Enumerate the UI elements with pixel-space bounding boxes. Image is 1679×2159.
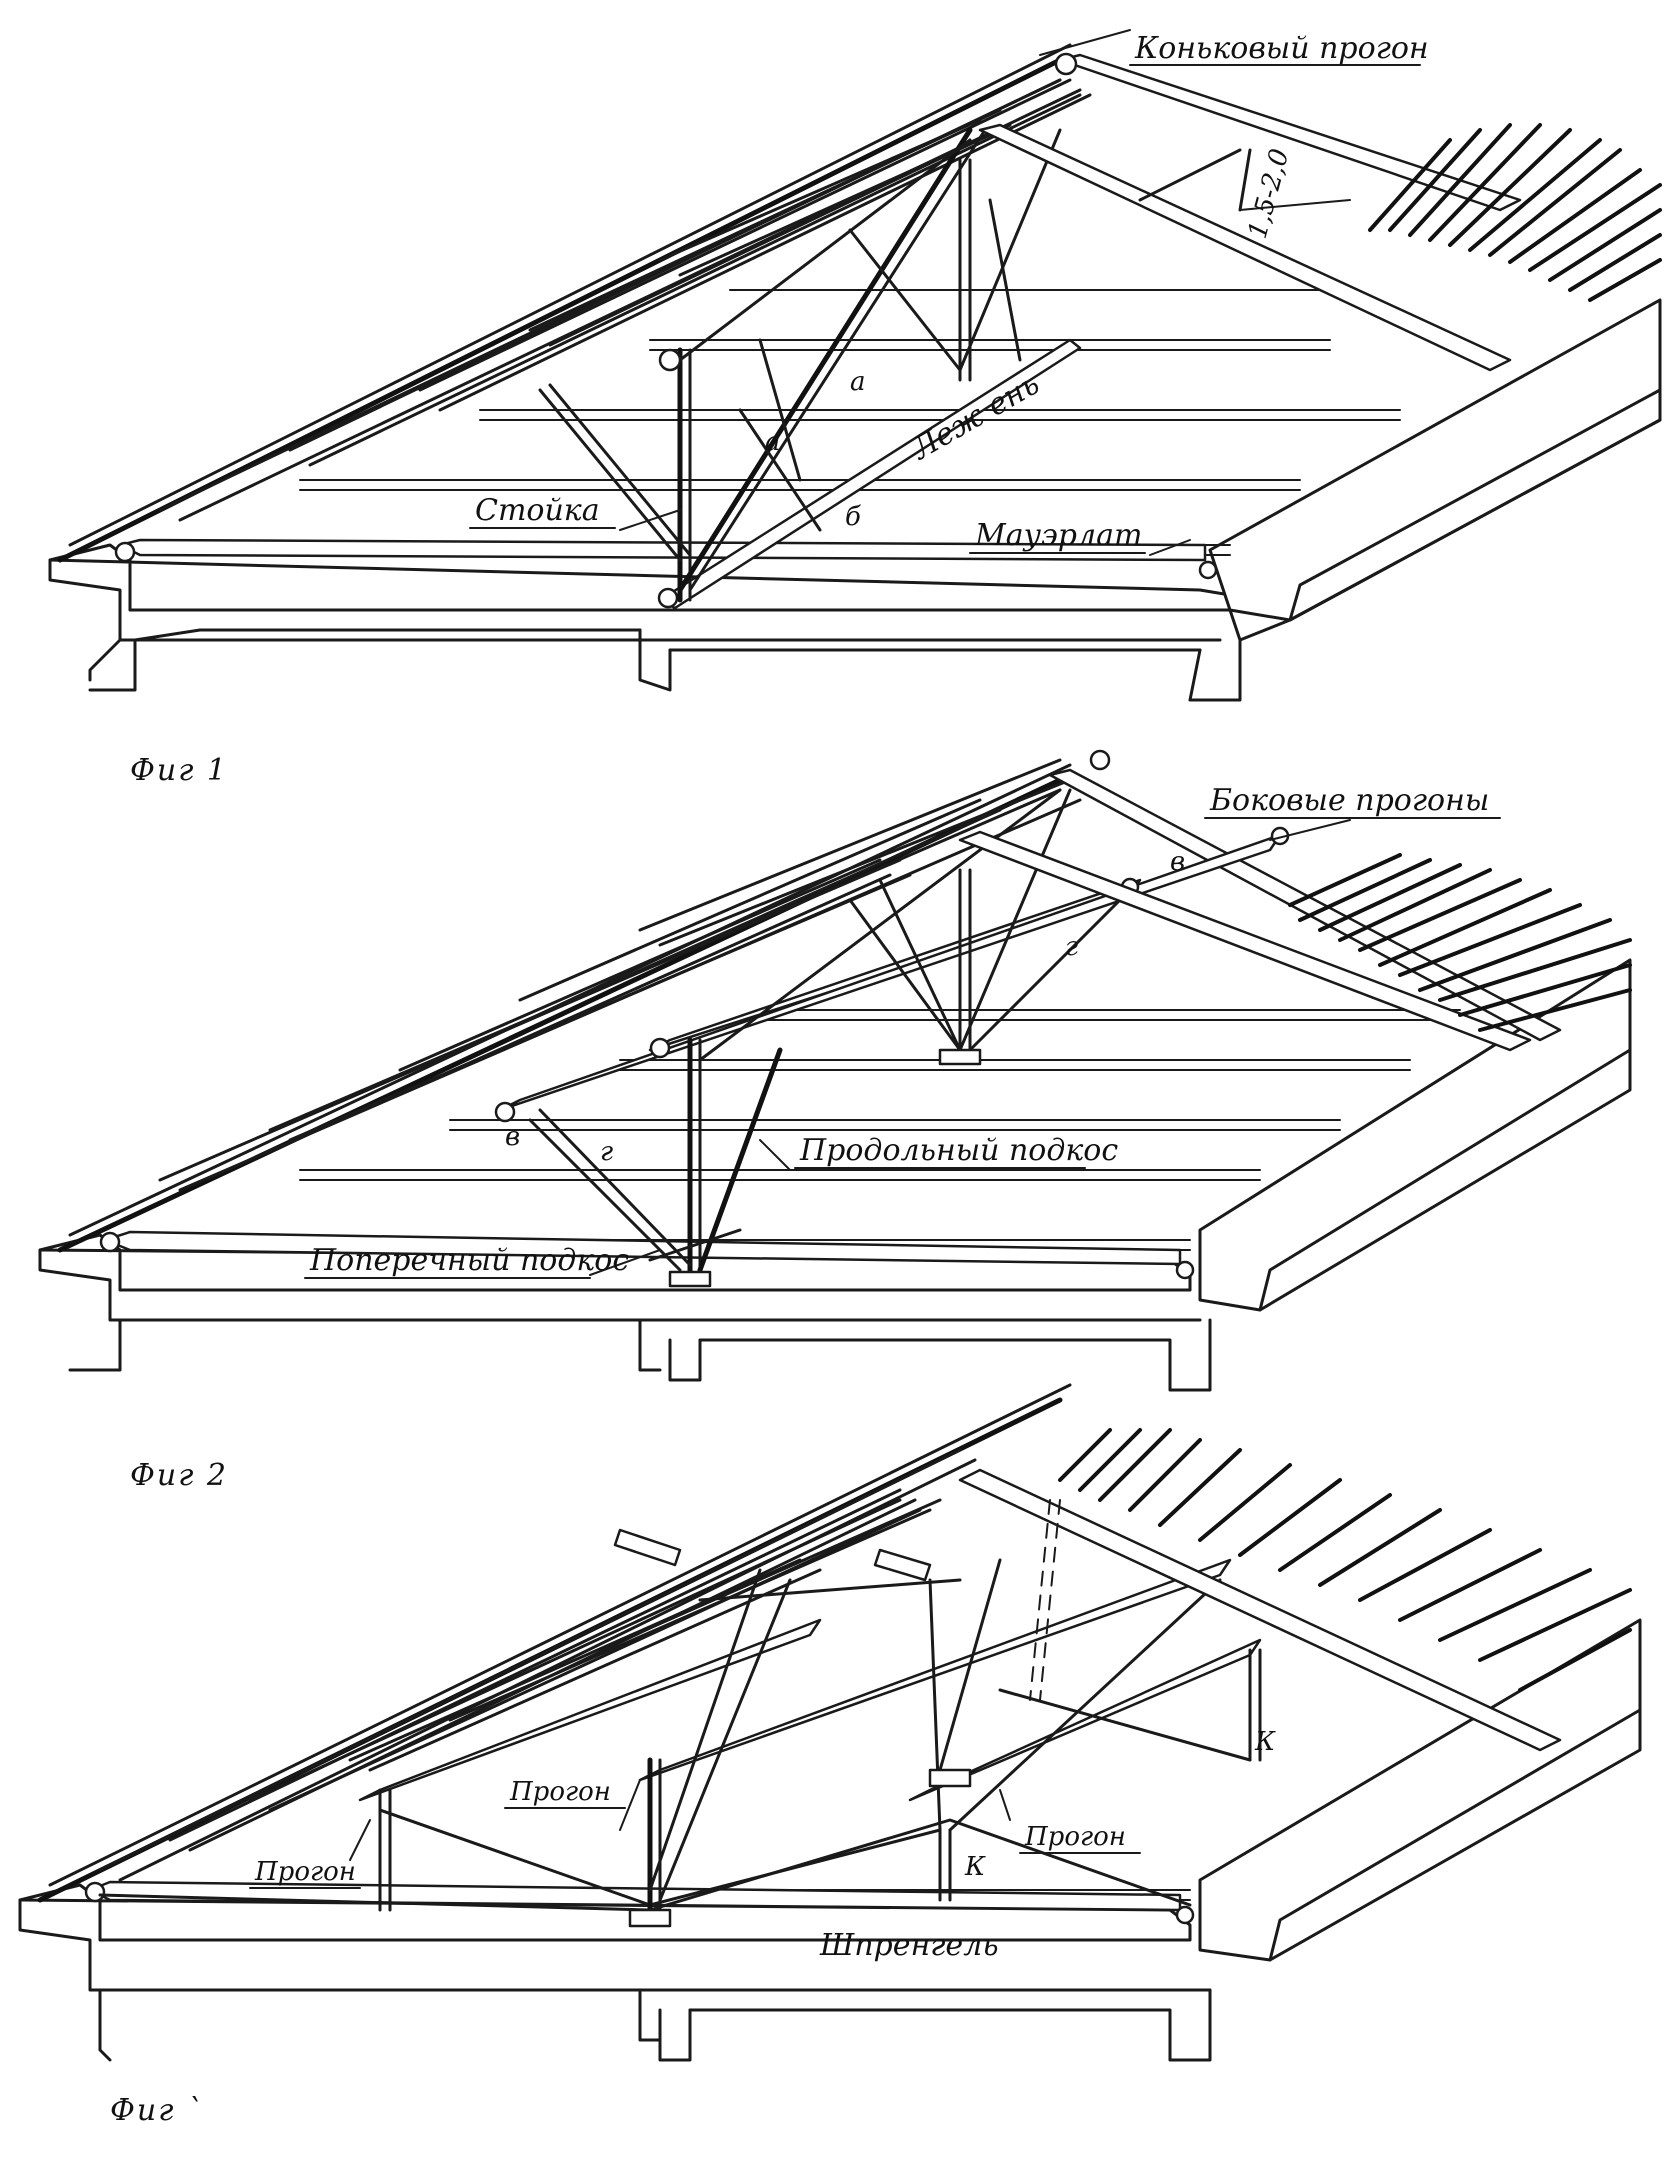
fig1-leader-wallplate (1149, 539, 1191, 556)
fig3-leader-purlin-left (349, 1819, 371, 1861)
fig3-leader-purlin-top (619, 1779, 641, 1831)
fig3-building-shell (18, 1618, 1642, 2062)
fig1-leader-post (619, 509, 681, 531)
fig2-mark-v2: в (505, 1122, 520, 1152)
fig1-leader-ridge (1039, 29, 1131, 56)
figure-3: Прогон Прогон Прогон Шпренгель К К Фиг ` (18, 1383, 1642, 2128)
figure-1: Коньковый прогон 1,5-2,0 Стойка Леж ень … (48, 29, 1662, 788)
fig3-label-purlin-top: Прогон (509, 1777, 611, 1807)
fig1-building-shell (48, 289, 1662, 702)
fig3-label-truss: Шпренгель (819, 1928, 999, 1963)
fig1-roof-sheathing (1368, 123, 1662, 302)
fig1-truss-back (848, 123, 1512, 382)
fig2-mark-g2: г (600, 1137, 613, 1167)
fig1-wall-plate (114, 538, 1218, 580)
fig3-label-purlin-right: Прогон (1024, 1822, 1126, 1852)
fig1-label-ridge-purlin: Коньковый прогон (1134, 31, 1429, 66)
fig2-mark-g1: г (1065, 932, 1078, 962)
fig2-ridge-purlin (1048, 749, 1562, 1042)
fig2-truss-back (848, 788, 1532, 1066)
fig3-purlins (358, 1528, 1262, 1802)
fig1-label-dimension: 1,5-2,0 (1243, 146, 1296, 242)
figure-2: Боковые прогоны Продольный подкос Попере… (38, 749, 1632, 1493)
fig3-leader-purlin-right (999, 1789, 1011, 1821)
fig1-rafters (57, 43, 1092, 563)
fig2-leader-trans-strut (589, 1249, 661, 1276)
fig2-rafters (57, 758, 1082, 1253)
fig2-label-transverse-strut: Поперечный подкос (309, 1243, 629, 1278)
fig2-leader-long-strut (759, 1139, 791, 1171)
fig3-mark-k1: К (1254, 1727, 1276, 1757)
fig1-truss-front (538, 127, 987, 603)
fig1-mark-a2: а (850, 367, 866, 397)
fig1-sill-beam (657, 338, 1082, 610)
fig1-mark-b: б (845, 502, 861, 532)
fig2-truss-front (528, 788, 1062, 1288)
fig3-mark-k2: К (964, 1852, 986, 1882)
fig2-label-longitudinal-strut: Продольный подкос (799, 1133, 1118, 1168)
fig3-caption: Фиг ` (110, 2093, 204, 2128)
fig2-building-shell (38, 958, 1632, 1392)
fig1-dimension-line (1239, 199, 1351, 211)
fig2-leader-side-purlins (1269, 819, 1351, 841)
fig2-roof-sheathing (1288, 853, 1632, 1032)
fig1-label-wall-plate: Мауэрлат (974, 518, 1142, 553)
fig2-wall-plate (99, 1230, 1195, 1280)
fig3-truss-sprengel (98, 1468, 1562, 1928)
fig2-caption: Фиг 2 (130, 1458, 228, 1493)
fig3-label-purlin-left: Прогон (254, 1857, 356, 1887)
fig1-label-sill: Леж ень (905, 366, 1046, 467)
fig1-ridge-purlin (1054, 52, 1522, 212)
fig2-label-side-purlins: Боковые прогоны (1209, 783, 1489, 818)
fig1-mark-a1: а (765, 427, 781, 457)
fig3-rafters (37, 1383, 1072, 1903)
fig1-caption: Фиг 1 (130, 753, 228, 788)
fig3-roof-sheathing (1058, 1428, 1632, 1692)
fig2-mark-v1: в (1170, 847, 1185, 877)
fig1-label-post: Стойка (475, 493, 600, 528)
